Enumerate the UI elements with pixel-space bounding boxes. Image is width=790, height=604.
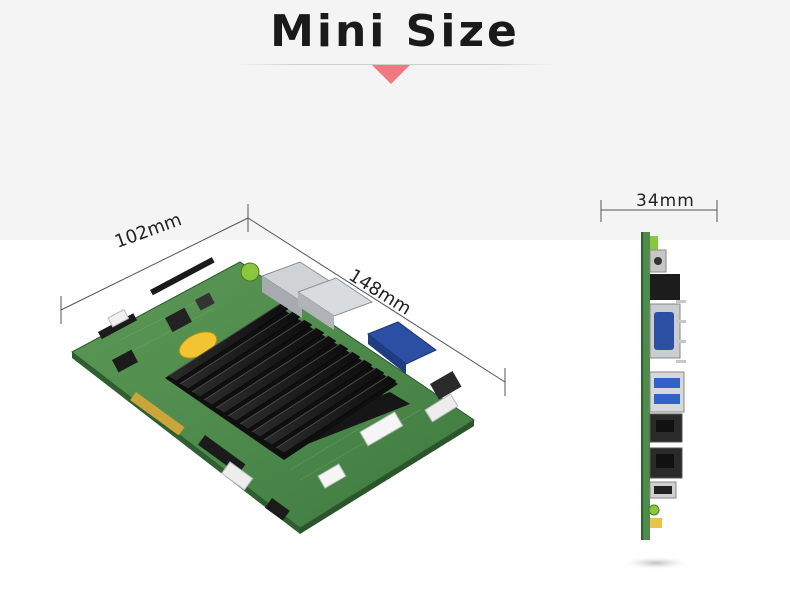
dimension-line-thickness — [600, 200, 718, 222]
motherboard — [71, 257, 475, 534]
dimension-line-length — [247, 217, 506, 396]
page-title: Mini Size — [270, 6, 520, 57]
title-arrow-icon — [372, 65, 410, 84]
thickness-dimension-label: 34mm — [636, 191, 695, 211]
board-side-view — [620, 232, 692, 570]
title-rule — [235, 64, 555, 65]
top-band — [0, 0, 790, 240]
